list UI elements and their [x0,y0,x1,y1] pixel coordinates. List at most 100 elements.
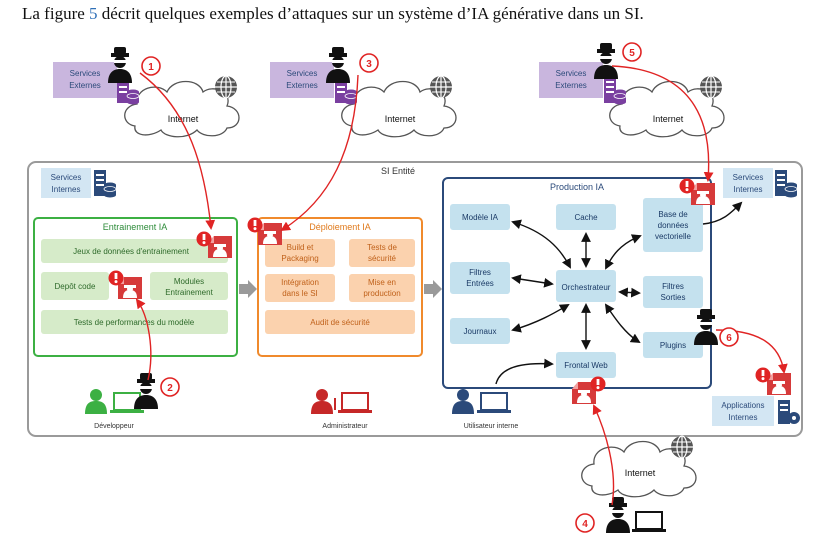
svg-text:Frontal Web: Frontal Web [564,361,608,370]
svg-text:Entrainement: Entrainement [165,288,213,297]
svg-text:Applications: Applications [721,401,764,410]
external-services-1: Services Externes [53,47,140,105]
deployment-section: Déploiement IA Build et Packaging Tests … [257,217,423,357]
attack-path-4 [592,404,615,506]
attack-number-5: 5 [622,42,642,62]
deployment-build: Build et [287,243,314,252]
developer-label: Développeur [94,423,134,430]
internet-label: Internet [168,114,199,124]
malware-icon [208,236,232,258]
svg-text:Externes: Externes [555,81,587,90]
svg-text:3: 3 [366,59,372,70]
training-datasets: Jeux de données d'entrainement [73,247,190,256]
internet-cloud-3: Internet [609,75,725,138]
internet-cloud-2: Internet [341,75,457,138]
developer-group: Développeur [85,373,158,430]
svg-text:Cache: Cache [574,213,598,222]
output-filters-box [643,276,703,308]
plugins-box [643,332,703,358]
training-modules: Modules [174,277,204,286]
warning-icon [247,217,263,233]
deployment-security-tests: Tests de [367,243,397,252]
svg-text:Sorties: Sorties [661,293,686,302]
svg-text:Filtres: Filtres [469,268,491,277]
svg-text:Packaging: Packaging [281,254,318,263]
svg-text:6: 6 [726,333,732,344]
attack-path-1 [139,72,216,230]
svg-text:Services: Services [733,173,764,182]
training-perf-tests: Tests de performances du modèle [74,318,195,327]
svg-text:Orchestrateur: Orchestrateur [562,283,611,292]
globe-icon [214,75,238,99]
warning-icon [196,231,212,247]
laptop-icon [338,392,372,413]
svg-text:Services: Services [51,173,82,182]
figure-caption: La figure 5 décrit quelques exemples d’a… [22,4,644,24]
internal-user-group: Utilisateur interne [452,389,518,430]
svg-text:Plugins: Plugins [660,341,686,350]
globe-icon [429,75,453,99]
training-code-repo: Depôt code [55,282,96,291]
training-title: Entrainement IA [103,222,168,232]
warning-icon [679,178,695,194]
deployment-production-release: Mise en [368,278,396,287]
laptop-icon [477,392,511,413]
production-title: Production IA [550,182,604,192]
deployment-title: Déploiement IA [309,222,371,232]
attack-path-5 [611,65,714,182]
warning-icon [590,376,606,392]
warning-icon [755,367,771,383]
deployment-audit: Audit de sécurité [310,318,370,327]
flow-arrow-deployment-to-production [424,280,442,298]
administrator-group: Administrateur [311,389,372,430]
production-boxes: Modèle IA Cache Base de données vectorie… [450,198,703,378]
attacker-4-group [606,497,666,533]
deployment-integration: Intégration [281,278,319,287]
attack-path-2 [135,298,152,381]
svg-text:vectorielle: vectorielle [655,232,692,241]
server-gear-icon [778,400,800,424]
cache-box [556,204,616,230]
laptop-icon [110,392,144,413]
attack-number-3: 3 [359,53,379,73]
svg-text:2: 2 [167,383,173,394]
malware-icon [767,373,791,395]
svg-text:Services: Services [556,69,587,78]
svg-text:Externes: Externes [69,81,101,90]
svg-text:Entrées: Entrées [466,279,494,288]
logs-box [450,318,510,344]
svg-text:Base de: Base de [658,210,688,219]
svg-text:Filtres: Filtres [662,282,684,291]
caption-text-before: La figure [22,4,90,23]
internal-services-right: Services Internes [723,168,798,198]
hacker-icon [606,497,630,533]
ai-model-box [450,204,510,230]
si-entity-label: SI Entité [381,166,415,176]
internet-label: Internet [653,114,684,124]
globe-icon [699,75,723,99]
flow-arrow-training-to-deployment [239,280,257,298]
svg-text:5: 5 [629,48,635,59]
attack-number-1: 1 [141,56,161,76]
figure-number-link[interactable]: 5 [89,4,98,23]
svg-text:Internes: Internes [52,185,81,194]
warning-icon [108,270,124,286]
svg-text:sécurité: sécurité [368,254,397,263]
attack-number-4: 4 [575,513,595,533]
svg-text:Internes: Internes [734,185,763,194]
web-frontend-box [556,352,616,378]
globe-icon [670,435,694,459]
vector-db-box [643,198,703,252]
internal-services-left: Services Internes [41,168,117,198]
input-filters-box [450,262,510,294]
user-icon [85,389,107,414]
administrator-label: Administrateur [322,423,368,430]
hacker-icon [594,43,618,79]
internet-label: Internet [385,114,416,124]
internet-cloud-bottom: Internet [581,435,697,498]
malware-icon [691,183,715,205]
external-services-3: Services Externes [539,43,627,105]
internal-applications: Applications Internes [712,396,800,426]
svg-text:Services: Services [70,69,101,78]
